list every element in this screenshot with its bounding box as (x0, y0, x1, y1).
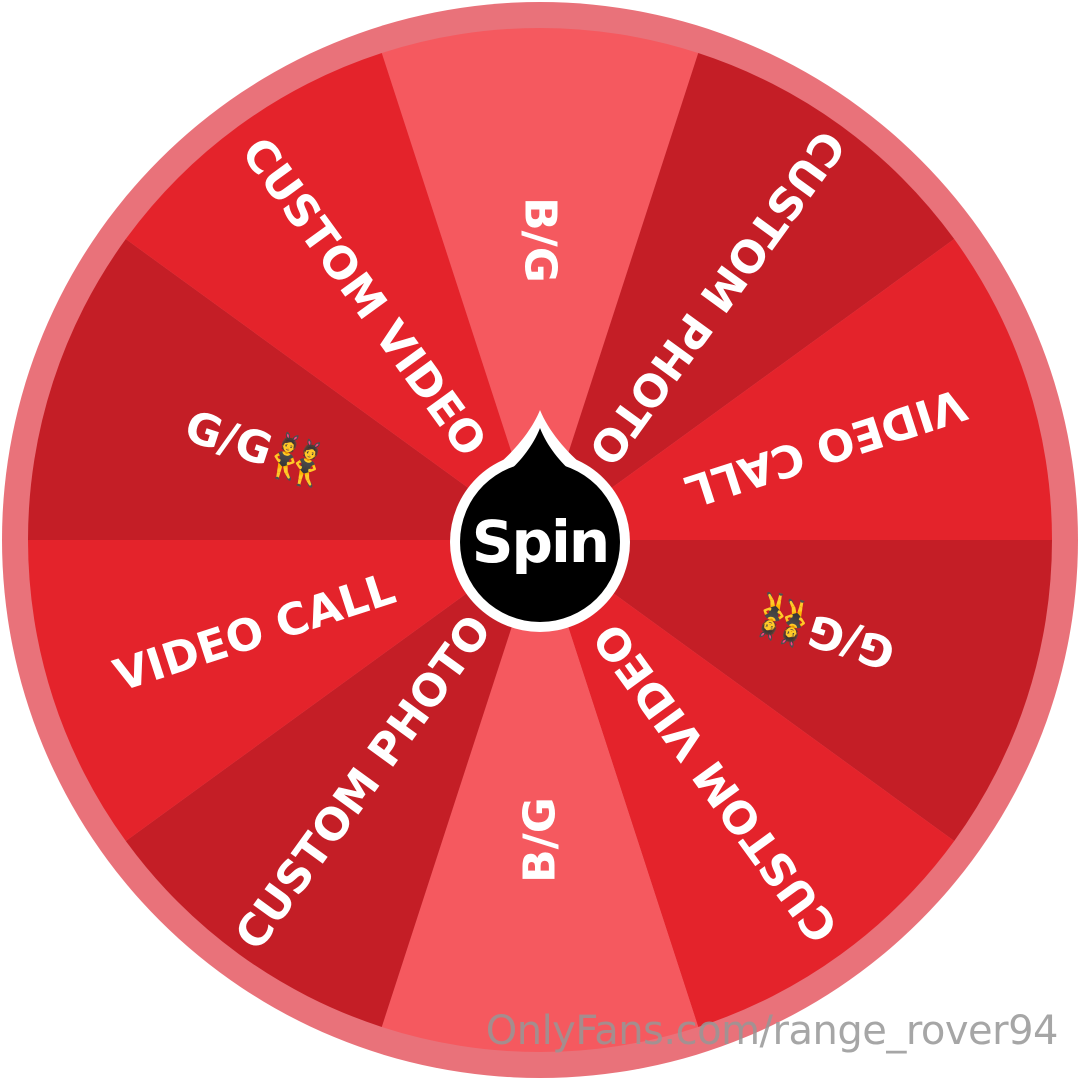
wheel-segment (540, 540, 1052, 841)
wheel-segment (125, 540, 540, 1027)
wheel-segment-label: B/G (515, 797, 566, 883)
spin-button-pointer-inner[interactable] (506, 428, 574, 474)
spin-button-label[interactable]: Spin (472, 508, 610, 576)
wheel-segments (27, 27, 1052, 1052)
wheel-segment (540, 53, 955, 541)
wheel-segment (125, 53, 540, 541)
wheel-segment-label: B/G (515, 197, 566, 283)
spin-button-face[interactable] (460, 462, 620, 622)
watermark: OnlyFans.com/range_rover94 (485, 1008, 1059, 1054)
wheel-segment (28, 239, 540, 541)
wheel-segment (540, 540, 955, 1027)
wheel-segment (381, 540, 699, 1052)
spin-button[interactable]: Spin (450, 410, 630, 632)
wheel-segment (540, 239, 1052, 541)
wheel-segment (27, 540, 540, 841)
wheel-segment (381, 27, 699, 541)
